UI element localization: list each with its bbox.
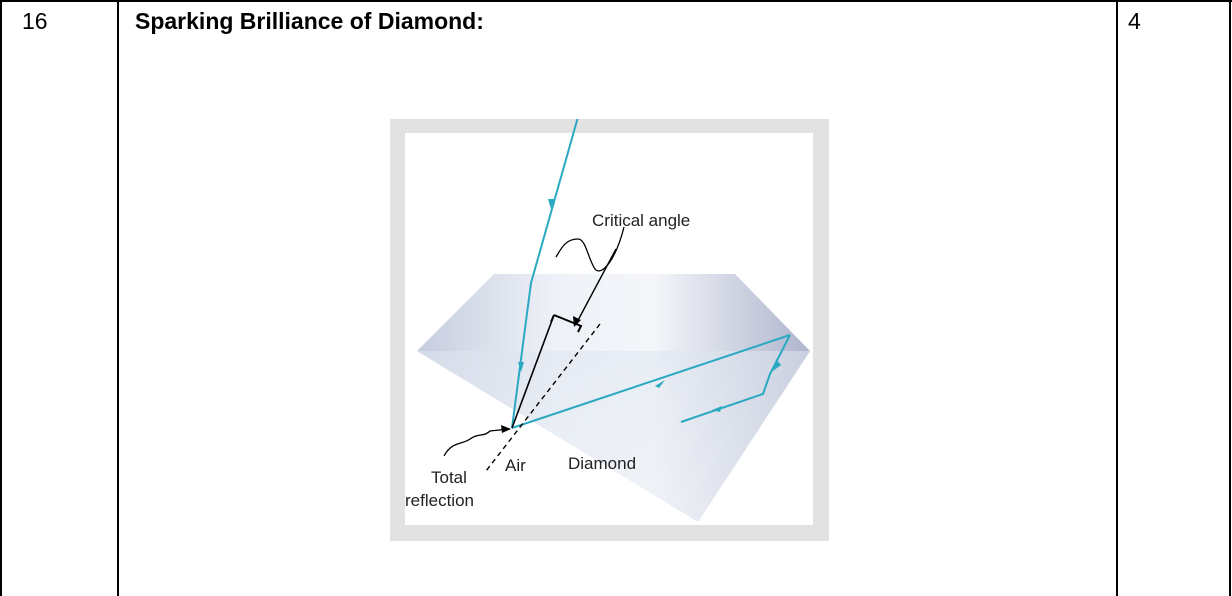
label-total: Total xyxy=(431,468,467,487)
question-number: 16 xyxy=(22,8,48,34)
table-border-top xyxy=(0,0,1232,2)
critical-angle-pointer xyxy=(555,226,625,272)
incident-ray xyxy=(511,116,579,429)
angle-bracket xyxy=(553,314,583,333)
table-border-right xyxy=(1229,0,1231,596)
total-reflection-arrowhead xyxy=(501,425,511,433)
table-border-left xyxy=(0,0,2,596)
column-divider-1 xyxy=(117,0,119,596)
ray-arrow-5 xyxy=(712,406,722,412)
ray-arrow-1 xyxy=(548,199,554,209)
ray-arrow-4 xyxy=(773,359,781,371)
critical-angle-arrowhead xyxy=(573,316,581,327)
normal-line xyxy=(485,323,601,472)
label-air: Air xyxy=(505,456,526,475)
total-reflection-pointer xyxy=(443,428,510,457)
ray-arrow-2 xyxy=(518,362,524,372)
column-divider-2 xyxy=(1116,0,1118,596)
label-diamond: Diamond xyxy=(568,454,636,473)
ray-arrow-3 xyxy=(655,380,665,388)
diamond-diagram-svg: Critical angle Total reflection Air Diam… xyxy=(390,116,829,541)
diamond-diagram: Critical angle Total reflection Air Diam… xyxy=(390,116,829,541)
label-reflection: reflection xyxy=(405,491,474,510)
angle-bracket-tick xyxy=(550,314,555,323)
reflected-ray xyxy=(511,334,791,429)
critical-angle-line xyxy=(511,314,555,429)
second-reflection-ray xyxy=(680,334,791,423)
question-marks: 4 xyxy=(1128,8,1141,34)
question-title: Sparking Brilliance of Diamond: xyxy=(135,8,484,34)
diamond-pavilion xyxy=(417,351,810,522)
label-critical-angle: Critical angle xyxy=(592,211,690,230)
critical-angle-arrow-line xyxy=(575,248,617,325)
